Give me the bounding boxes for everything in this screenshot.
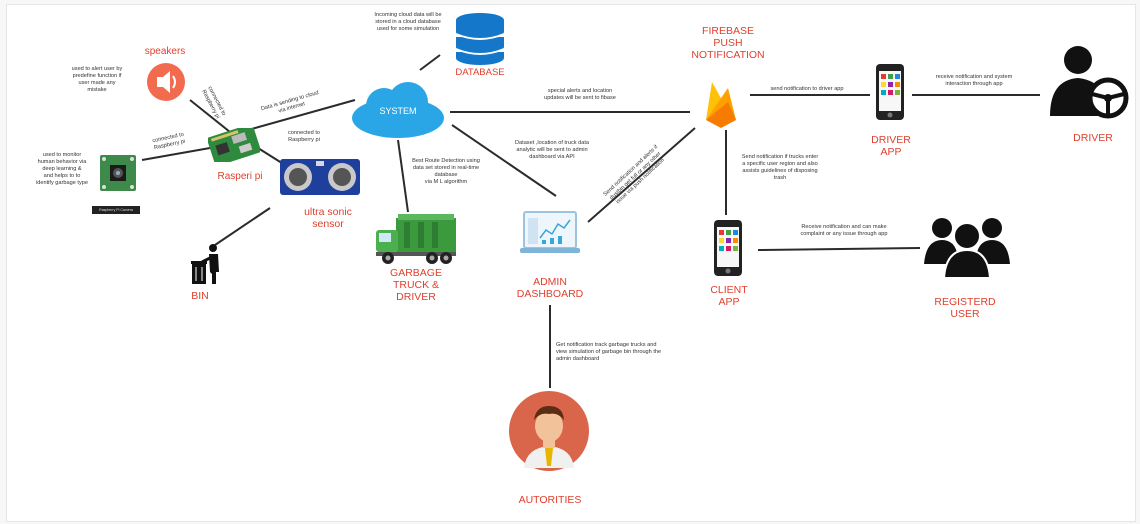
camera-note: used to monitor human behavior via deep … [36,152,88,186]
bin-icon [186,242,226,286]
line-sensor-bin [214,207,271,246]
raspberry-pi-icon [207,123,261,167]
line-speaker-pi [189,99,231,133]
client-app-label: CLIENT APP [710,284,748,309]
camera-caption: Raspberry Pi Camera [92,206,140,214]
speaker-icon [146,62,186,102]
admin-dashboard-icon [518,208,582,264]
authority-avatar [508,390,590,472]
speakers-note: used to alert user by predefine function… [71,66,123,93]
line-camera-pi [141,147,211,161]
user-group-icon [922,214,1012,280]
alerts-note: special alerts and location updates will… [544,88,616,101]
database-note: Incoming cloud data will be stored in a … [374,12,442,32]
driver-app-label: DRIVER APP [871,134,911,159]
garbage-truck-icon [374,210,458,266]
client-note: Receive notification and can make compla… [800,224,888,237]
line-admin-firebase [587,127,696,223]
bin-label: BIN [191,290,209,302]
database-icon [454,12,506,66]
driver-icon [1046,44,1134,120]
driver-phone-icon [872,62,908,122]
line-clientapp-user [757,247,921,251]
firebase-to-client-note: Send notification if trucks enter a spec… [741,154,819,181]
line-pi-system [247,99,356,131]
line-system-truck [397,139,409,213]
authority-note: Get notification track garbage trucks an… [556,342,662,362]
client-phone-icon [710,218,746,278]
firebase-icon [700,78,742,128]
firebase-to-driver-note: send notification to driver app [770,86,844,92]
speakers-label: speakers [144,46,186,57]
ultrasonic-label: ultra sonic sensor [304,206,352,231]
line-system-db [419,54,441,71]
authorities-label: AUTORITIES [518,494,582,506]
firebase-label: FIREBASE PUSH NOTIFICATION [691,25,765,62]
dataset-note: Dataset ,location of truck data analytic… [514,140,589,160]
database-label: DATABASE [455,67,505,78]
sensor-link-note: connected to Raspberry pi [287,130,321,143]
registered-user-label: REGISTERD USER [934,296,996,321]
driver-label: DRIVER [1073,132,1113,144]
cloud-icon [348,78,448,140]
route-note: Best Route Detection using data set stor… [412,158,480,185]
camera-caption-text: Raspberry Pi Camera [99,208,133,212]
ultrasonic-sensor-icon [278,155,362,199]
admin-dashboard-label: ADMIN DASHBOARD [516,276,584,301]
system-label: SYSTEM [379,106,417,116]
camera-module-icon [98,153,138,193]
line-system-admin [451,124,557,197]
raspberry-pi-label: Rasperi pi [217,171,263,182]
truck-label: GARBAGE TRUCK & DRIVER [390,267,442,304]
driver-note: receive notification and system interact… [935,74,1013,87]
